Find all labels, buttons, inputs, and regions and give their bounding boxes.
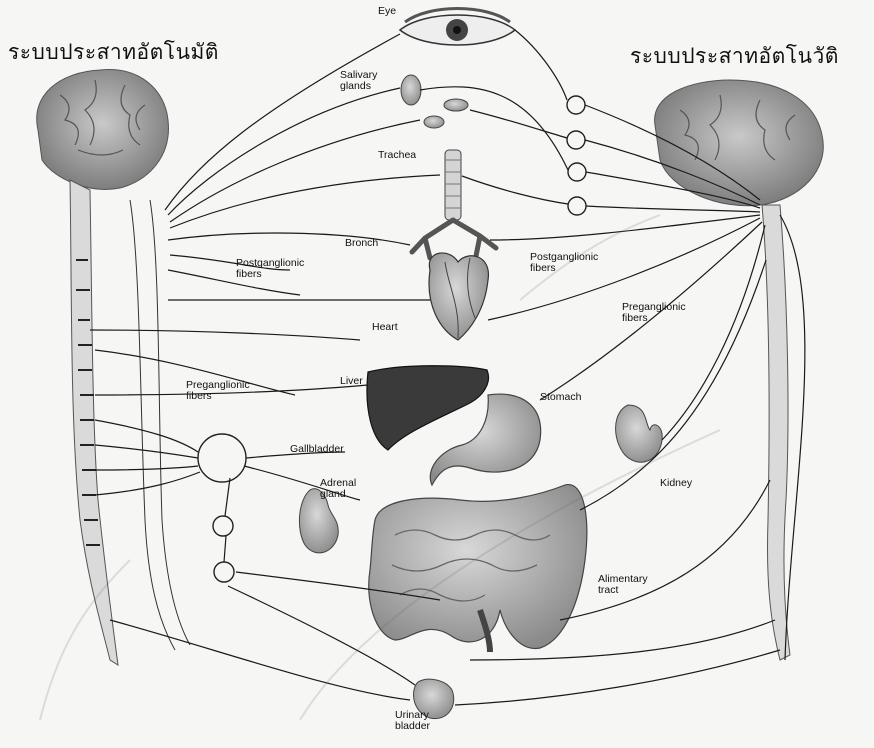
right-brain — [655, 80, 824, 206]
label-stomach: Stomach — [540, 392, 581, 403]
autonomic-nervous-system-title: ระบบประสาทอัตโนวัติ — [630, 40, 839, 73]
label-adrenal-gland: Adrenal gland — [320, 478, 356, 500]
heart-organ — [429, 253, 488, 340]
eye-organ — [400, 9, 515, 46]
label-heart: Heart — [372, 322, 398, 333]
label-bronch: Bronch — [345, 238, 378, 249]
salivary-glands-organ — [401, 75, 468, 128]
label-gallbladder: Gallbladder — [290, 444, 344, 455]
label-eye: Eye — [378, 6, 396, 17]
label-kidney: Kidney — [660, 478, 692, 489]
label-postganglionic-fibers-left: Postganglionic fibers — [236, 258, 304, 280]
label-salivary-glands: Salivary glands — [340, 70, 377, 92]
left-brain — [37, 70, 169, 190]
label-preganglionic-fibers-left: Preganglionic fibers — [186, 380, 250, 402]
left-spinal-cord — [70, 180, 190, 665]
label-liver: Liver — [340, 376, 363, 387]
trachea-organ — [445, 150, 461, 220]
label-postganglionic-fibers-right: Postganglionic fibers — [530, 252, 598, 274]
label-alimentary-tract: Alimentary tract — [598, 574, 648, 596]
kidney-organ — [616, 405, 663, 462]
right-spinal-cord — [762, 205, 790, 660]
watermark — [40, 215, 720, 720]
alimentary-tract-organ — [369, 485, 587, 652]
label-preganglionic-fibers-right: Preganglionic fibers — [622, 302, 686, 324]
liver-organ — [367, 366, 488, 450]
label-urinary-bladder: Urinary bladder — [395, 710, 430, 732]
somatic-nervous-system-title: ระบบประสาทอัตโนมัติ — [8, 36, 219, 69]
label-trachea: Trachea — [378, 150, 416, 161]
bronchi-organ — [412, 220, 496, 258]
